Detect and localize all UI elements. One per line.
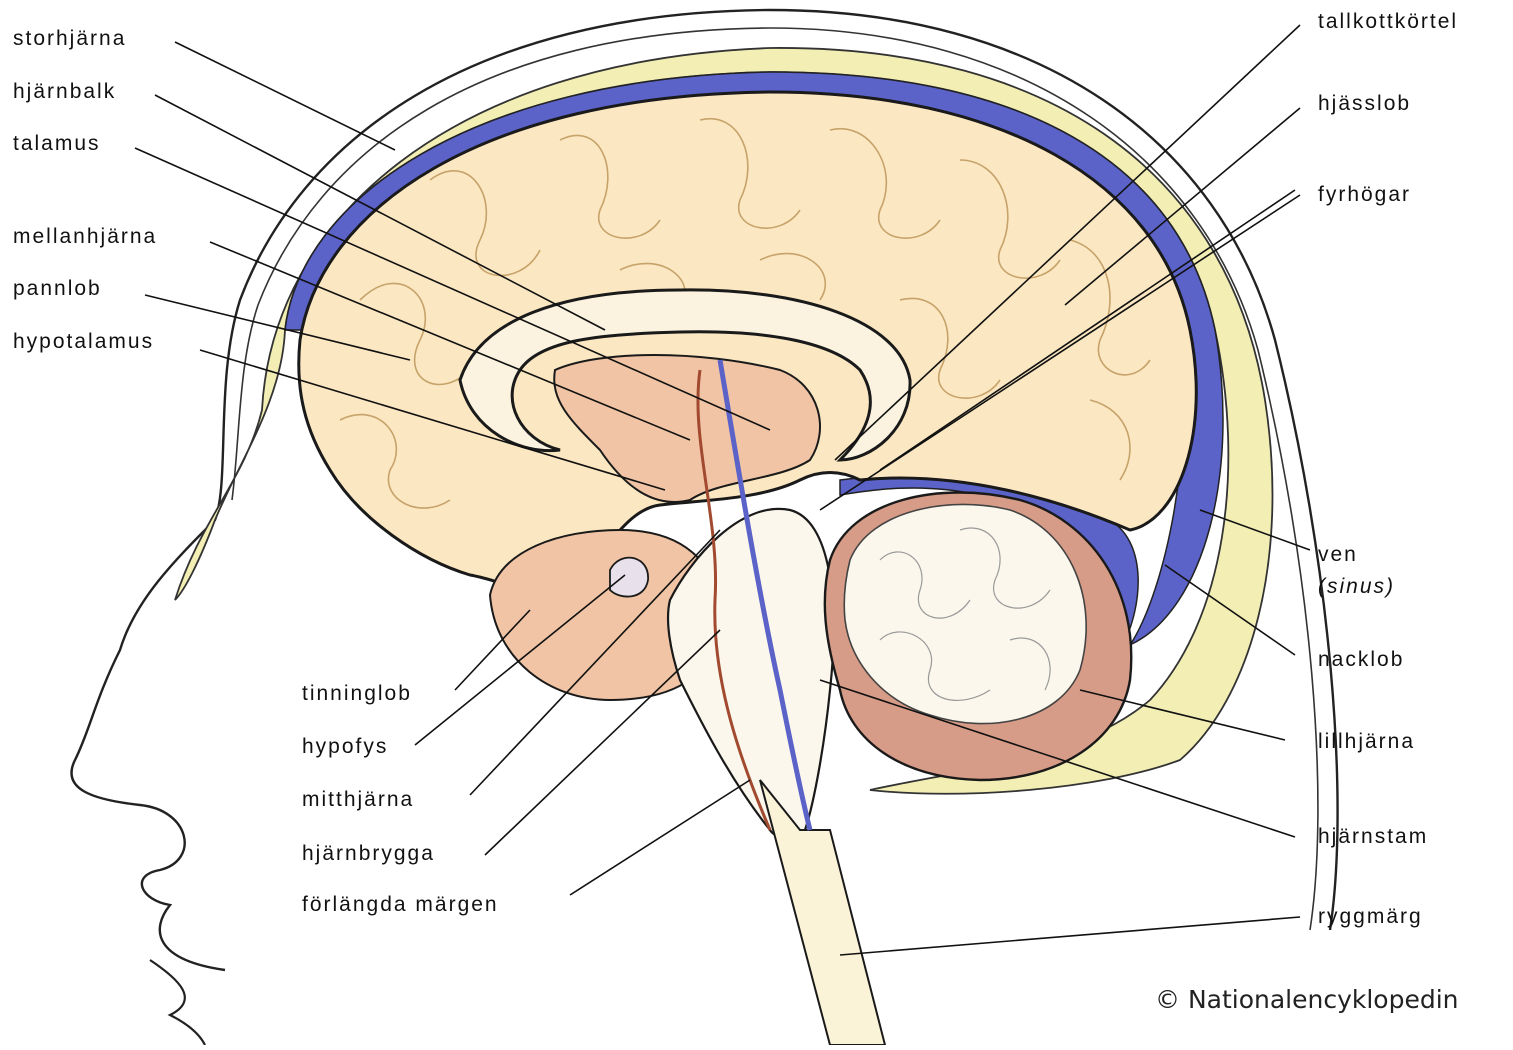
label-hjasslob: hjässlob bbox=[1318, 92, 1411, 116]
label-pannlob: pannlob bbox=[13, 277, 102, 301]
pituitary bbox=[610, 558, 648, 597]
copyright-notice: © Nationalencyklopedin bbox=[1155, 985, 1459, 1014]
label-storhjarna: storhjärna bbox=[13, 27, 126, 51]
label-mitthjarna: mitthjärna bbox=[302, 788, 414, 812]
label-hypofys: hypofys bbox=[302, 735, 388, 759]
label-hjarnbrygga: hjärnbrygga bbox=[302, 842, 435, 866]
label-tinninglob: tinninglob bbox=[302, 682, 412, 706]
chin-line bbox=[150, 960, 205, 1045]
label-ryggmarg: ryggmärg bbox=[1318, 905, 1423, 929]
label-ven: ven bbox=[1318, 543, 1358, 567]
label-tallkottkortel: tallkottkörtel bbox=[1318, 10, 1458, 34]
label-sinus: (sinus) bbox=[1318, 575, 1395, 599]
label-lillhjarna: lillhjärna bbox=[1318, 730, 1415, 754]
label-hjarnbalk: hjärnbalk bbox=[13, 80, 116, 104]
label-forlangda-margen: förlängda märgen bbox=[302, 893, 499, 917]
label-talamus: talamus bbox=[13, 132, 101, 156]
spinal-cord bbox=[760, 780, 885, 1045]
label-mellanhjarna: mellanhjärna bbox=[13, 225, 157, 249]
label-nacklob: nacklob bbox=[1318, 648, 1404, 672]
label-hypotalamus: hypotalamus bbox=[13, 330, 154, 354]
label-fyrhogar: fyrhögar bbox=[1318, 183, 1411, 207]
label-hjarnstam: hjärnstam bbox=[1318, 825, 1428, 849]
